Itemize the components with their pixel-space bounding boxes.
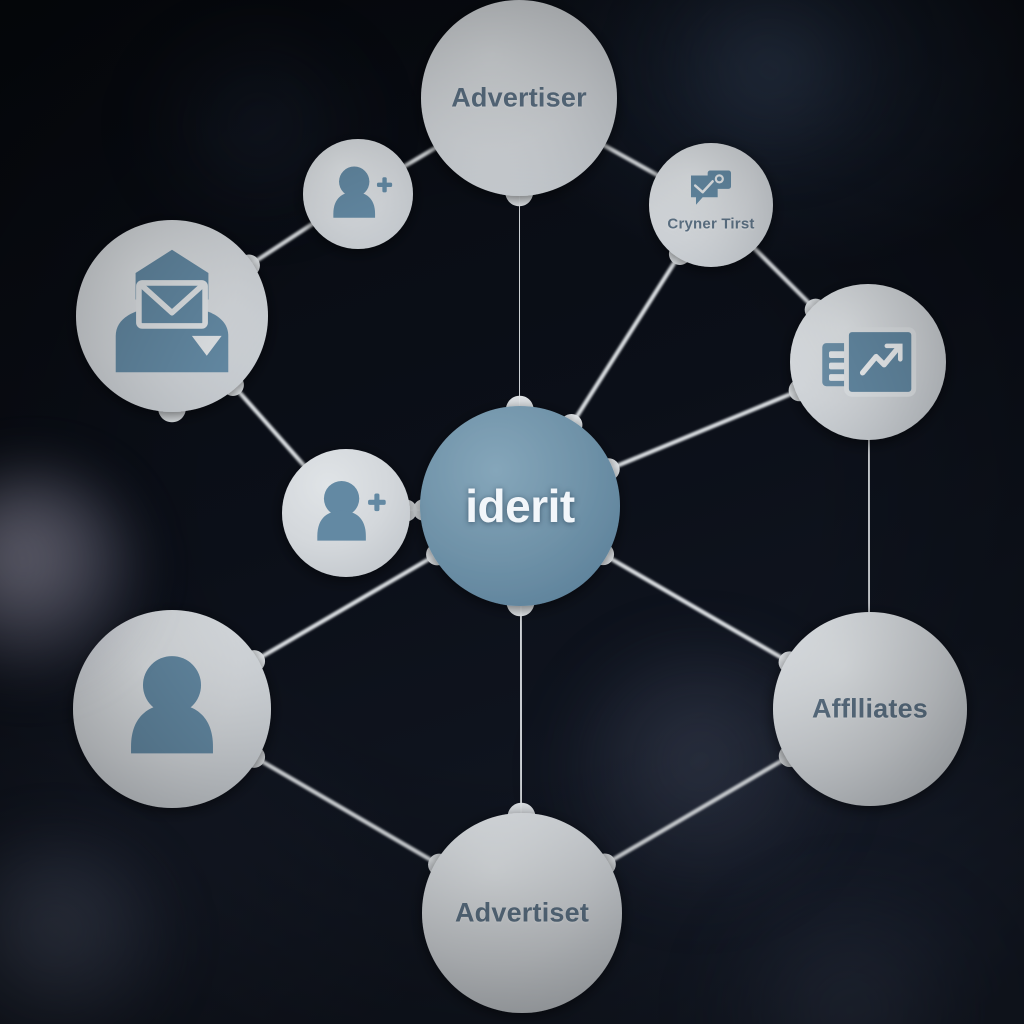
user-icon — [131, 656, 213, 754]
edge-hub-to-affiliates — [600, 552, 792, 665]
mail-person-icon — [115, 249, 229, 373]
edge-advertiser-top-to-adduser-top-left — [399, 144, 441, 170]
user-plus-icon — [317, 481, 386, 541]
edge-adduser-top-left-to-mail-person-left — [246, 219, 318, 268]
edge-hub-to-advertiser-top — [517, 189, 522, 413]
edge-cryner-tirst-to-dashboard — [749, 243, 818, 312]
analytics-chat-icon — [690, 170, 732, 205]
edge-affiliates-to-advertiset-bottom — [602, 753, 792, 867]
edge-advertiser-top-to-cryner-tirst — [599, 141, 663, 179]
node-cryner-tirst[interactable] — [649, 143, 773, 267]
edge-hub-to-user-bottom-left — [251, 552, 440, 664]
edge-hub-to-cryner-tirst — [569, 251, 683, 428]
node-hub[interactable] — [420, 406, 620, 606]
edge-hub-to-advertiset-bottom — [518, 599, 524, 820]
edge-dashboard-to-affiliates — [866, 433, 872, 619]
node-affiliates[interactable] — [773, 612, 967, 806]
node-advertiser-top[interactable] — [421, 0, 617, 196]
dashboard-monitor-icon — [822, 327, 917, 397]
edge-layer — [169, 141, 872, 867]
edge-user-bottom-left-to-advertiset-bottom — [251, 754, 442, 867]
edge-hub-to-dashboard — [606, 388, 802, 472]
node-advertiset-bottom[interactable] — [422, 813, 622, 1013]
node-layer — [73, 0, 967, 1013]
edge-mail-person-left-to-adduser-center-left — [230, 382, 309, 471]
user-plus-icon — [333, 166, 393, 218]
